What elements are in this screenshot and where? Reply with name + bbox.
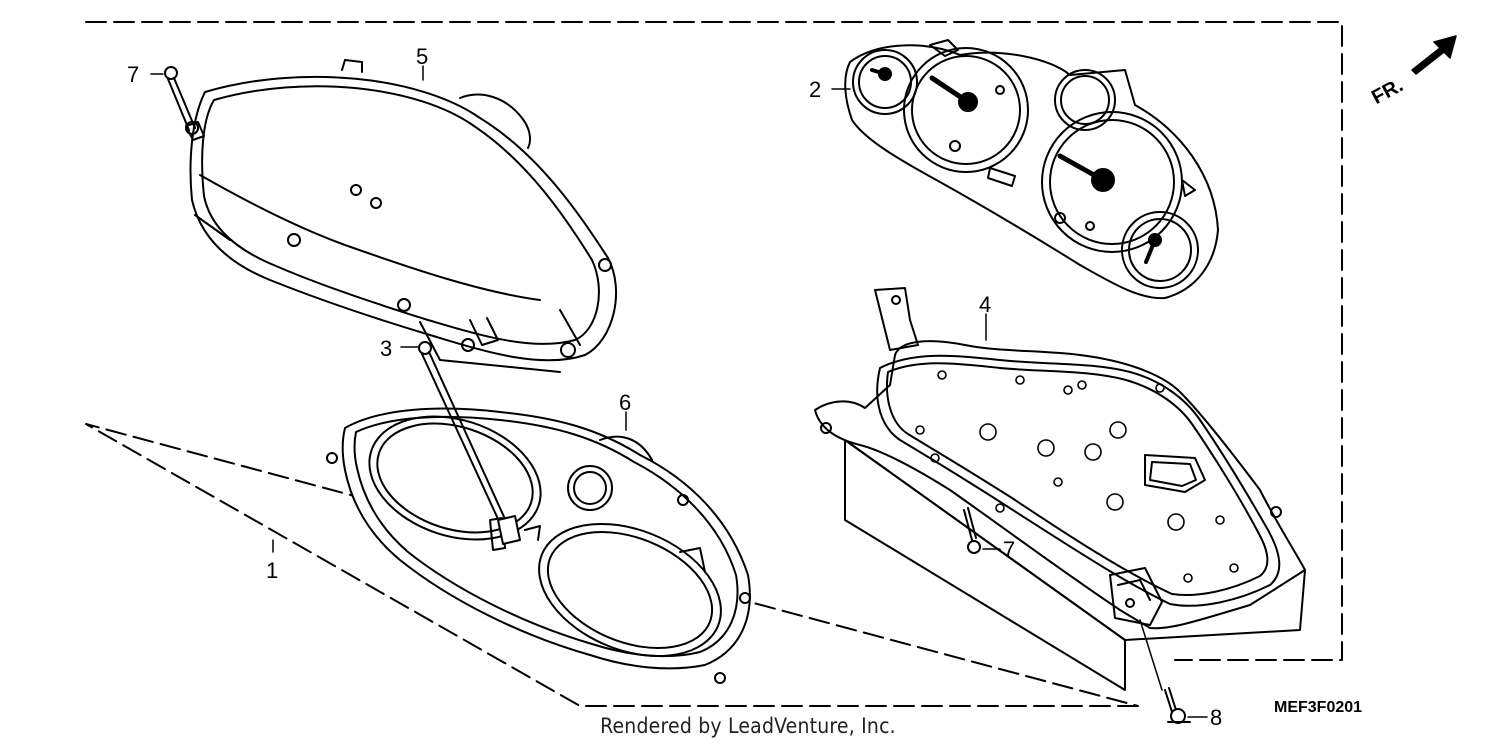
callout-3: 3 (380, 336, 392, 361)
front-marker-label: FR. (1368, 74, 1407, 109)
meter-assembly-part-2[interactable] (844, 39, 1219, 300)
callout-2: 2 (809, 77, 821, 102)
pin-part-3[interactable] (418, 341, 521, 545)
credit-text: Rendered by LeadVenture, Inc. (600, 714, 896, 738)
callout-5: 5 (416, 44, 428, 69)
callout-7-upper: 7 (127, 62, 139, 87)
callout-6: 6 (619, 390, 631, 415)
credit-line: Rendered by LeadVenture, Inc. (0, 714, 1500, 738)
leader-lines (150, 65, 1208, 718)
front-arrow-icon (1411, 35, 1457, 75)
diagram-code: MEF3F0201 (1274, 699, 1362, 716)
callout-1: 1 (266, 558, 278, 583)
meter-panel-part-6[interactable] (326, 396, 751, 684)
callout-7-lower: 7 (1003, 537, 1015, 562)
callout-4: 4 (979, 292, 991, 317)
screw-part-7-lower[interactable] (963, 507, 981, 554)
upper-cover-part-5[interactable] (185, 59, 617, 373)
callout-8: 8 (1210, 705, 1222, 730)
screw-part-7-upper[interactable] (164, 66, 205, 141)
screw-part-8[interactable] (1164, 687, 1191, 724)
meter-case-part-4[interactable] (814, 287, 1306, 691)
